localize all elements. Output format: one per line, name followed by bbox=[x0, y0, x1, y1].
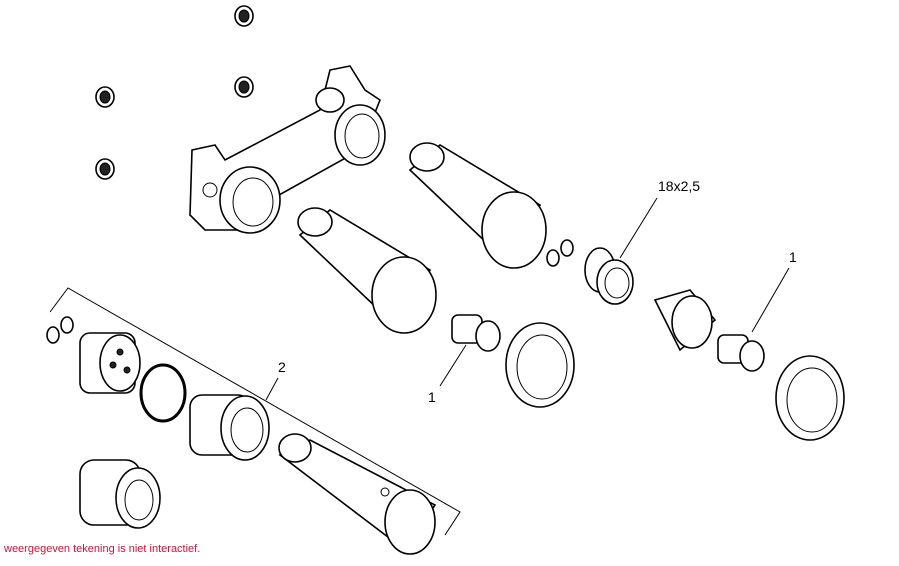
sleeve-lower bbox=[297, 207, 437, 334]
part-1-right-label: 1 bbox=[789, 249, 797, 265]
o-rings-small bbox=[46, 239, 574, 344]
cap bbox=[79, 459, 161, 529]
adapter bbox=[189, 394, 270, 461]
mounting-body bbox=[189, 65, 386, 234]
plug-seals bbox=[95, 5, 254, 180]
seal-size-label: 18x2,5 bbox=[658, 178, 701, 194]
sleeve-upper bbox=[408, 142, 547, 269]
cover-ring-right bbox=[775, 355, 845, 441]
o-ring-large bbox=[139, 363, 187, 423]
non-interactive-notice: weergegeven tekening is niet interactief… bbox=[4, 543, 201, 555]
leader-lines bbox=[49, 197, 790, 536]
part-2-label: 2 bbox=[278, 359, 286, 375]
cover-ring-left bbox=[505, 322, 575, 408]
nipple-right bbox=[717, 334, 765, 372]
cartridge bbox=[79, 332, 141, 394]
part-1-left-label: 1 bbox=[428, 389, 436, 405]
tube bbox=[278, 433, 437, 555]
seal-18x2-5 bbox=[584, 247, 634, 305]
nut-right bbox=[653, 289, 717, 352]
nipple-left bbox=[451, 314, 501, 352]
